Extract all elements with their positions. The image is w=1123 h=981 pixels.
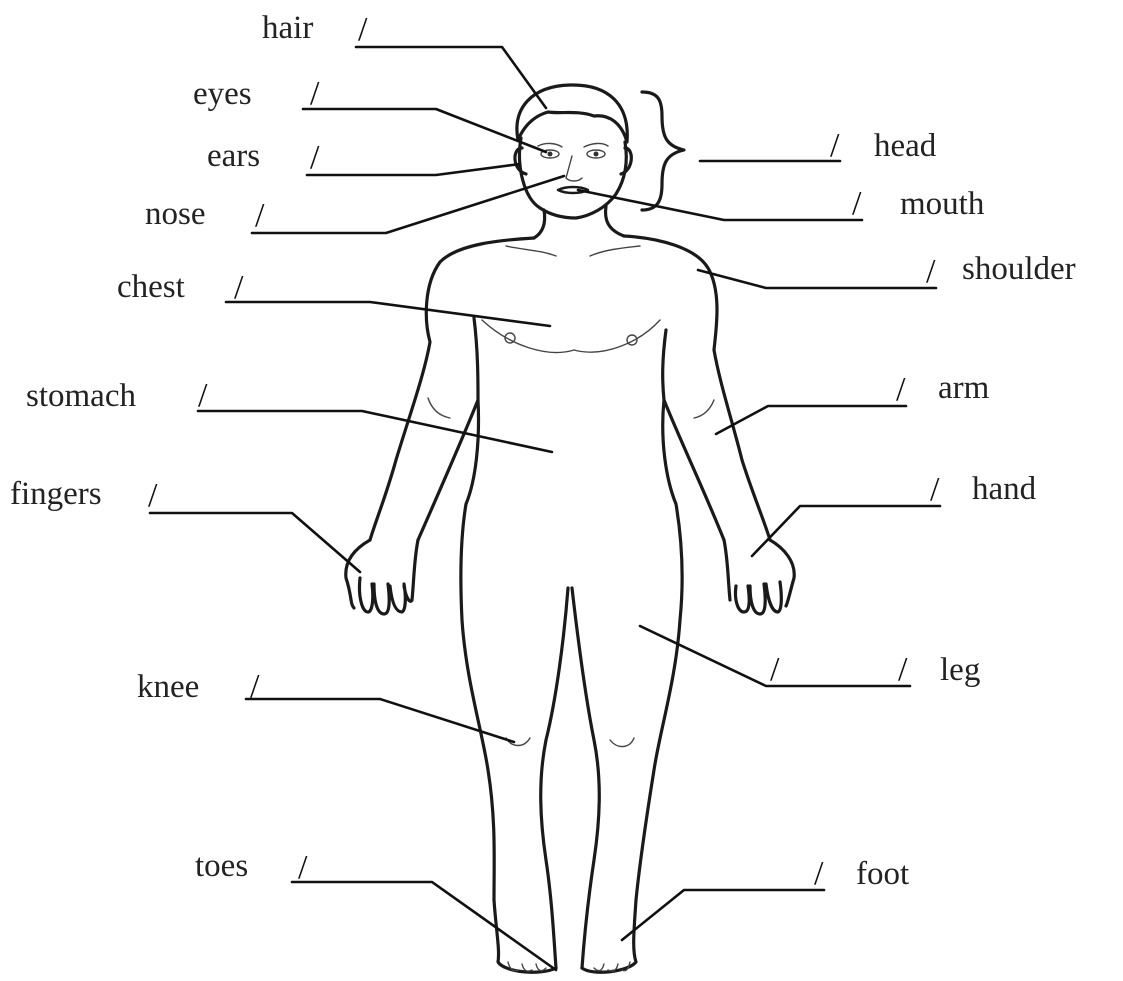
leader-toes [292, 882, 556, 970]
label-hair: hair [262, 10, 313, 46]
head-bracket [642, 92, 684, 210]
leader-hair [356, 47, 546, 108]
slash-fingers: / [148, 477, 158, 514]
slash-hair: / [358, 11, 368, 48]
left-elbow-line [428, 398, 450, 418]
label-chest: chest [117, 269, 185, 305]
inner-left-leg [541, 588, 568, 968]
label-shoulder: shoulder [962, 251, 1076, 287]
label-arm: arm [938, 370, 990, 406]
leader-stomach [198, 411, 552, 452]
right-clavicle [590, 246, 640, 256]
slash-head: / [830, 127, 840, 164]
label-foot: foot [856, 856, 909, 892]
right-pupil [594, 152, 599, 157]
slash-arm: / [896, 371, 906, 408]
neck-right [606, 206, 624, 236]
leader-lines [150, 47, 940, 970]
slash-nose: / [255, 197, 265, 234]
label-knee: knee [137, 669, 199, 705]
human-figure [346, 85, 794, 972]
slash-stomach: / [198, 377, 208, 414]
leader-ears [307, 164, 520, 175]
right-knee-cap [610, 738, 634, 747]
label-eyes: eyes [193, 76, 252, 112]
left-clavicle [506, 246, 556, 256]
right-eyebrow [584, 143, 608, 147]
right-labels: / head / mouth / shoulder / arm / hand /… [770, 127, 1076, 892]
neck-left [534, 210, 545, 238]
head-outline [520, 138, 627, 218]
slash-hand: / [930, 471, 940, 508]
label-stomach: stomach [26, 378, 136, 414]
leader-foot [622, 890, 824, 940]
torso-left [461, 400, 494, 900]
inner-right-leg [572, 588, 599, 968]
torso-right [636, 400, 682, 900]
right-hand [724, 540, 794, 614]
right-arm-outline [624, 236, 770, 540]
leader-eyes [303, 109, 546, 152]
slash-knee: / [250, 668, 260, 705]
slash-shoulder: / [926, 253, 936, 290]
slash-chest: / [234, 269, 244, 306]
pec-line [482, 320, 660, 352]
label-toes: toes [195, 848, 248, 884]
left-eyebrow [538, 143, 562, 147]
label-ears: ears [207, 138, 260, 174]
leader-chest [226, 302, 550, 326]
label-head: head [874, 128, 937, 164]
left-labels: hair / eyes / ears / nose / chest / stom… [10, 10, 368, 886]
label-mouth: mouth [900, 186, 985, 222]
left-hand [346, 540, 418, 614]
hair-outline [517, 85, 627, 142]
leader-nose [252, 176, 564, 233]
slash-foot: / [814, 855, 824, 892]
leader-shoulder [698, 270, 936, 288]
slash-leg-1: / [770, 651, 780, 688]
leader-arm [716, 406, 906, 434]
left-foot [494, 900, 556, 972]
label-hand: hand [972, 471, 1037, 507]
slash-leg-2: / [898, 651, 908, 688]
left-pupil [548, 152, 553, 157]
nose-outline [566, 156, 582, 181]
slash-ears: / [310, 139, 320, 176]
leader-fingers [150, 513, 360, 572]
slash-eyes: / [310, 75, 320, 112]
slash-mouth: / [852, 185, 862, 222]
label-fingers: fingers [10, 476, 102, 512]
label-leg: leg [940, 652, 980, 688]
slash-toes: / [298, 849, 308, 886]
label-nose: nose [145, 196, 206, 232]
right-elbow-line [694, 400, 714, 418]
left-arm-outline [370, 238, 534, 540]
leader-mouth [578, 190, 862, 220]
